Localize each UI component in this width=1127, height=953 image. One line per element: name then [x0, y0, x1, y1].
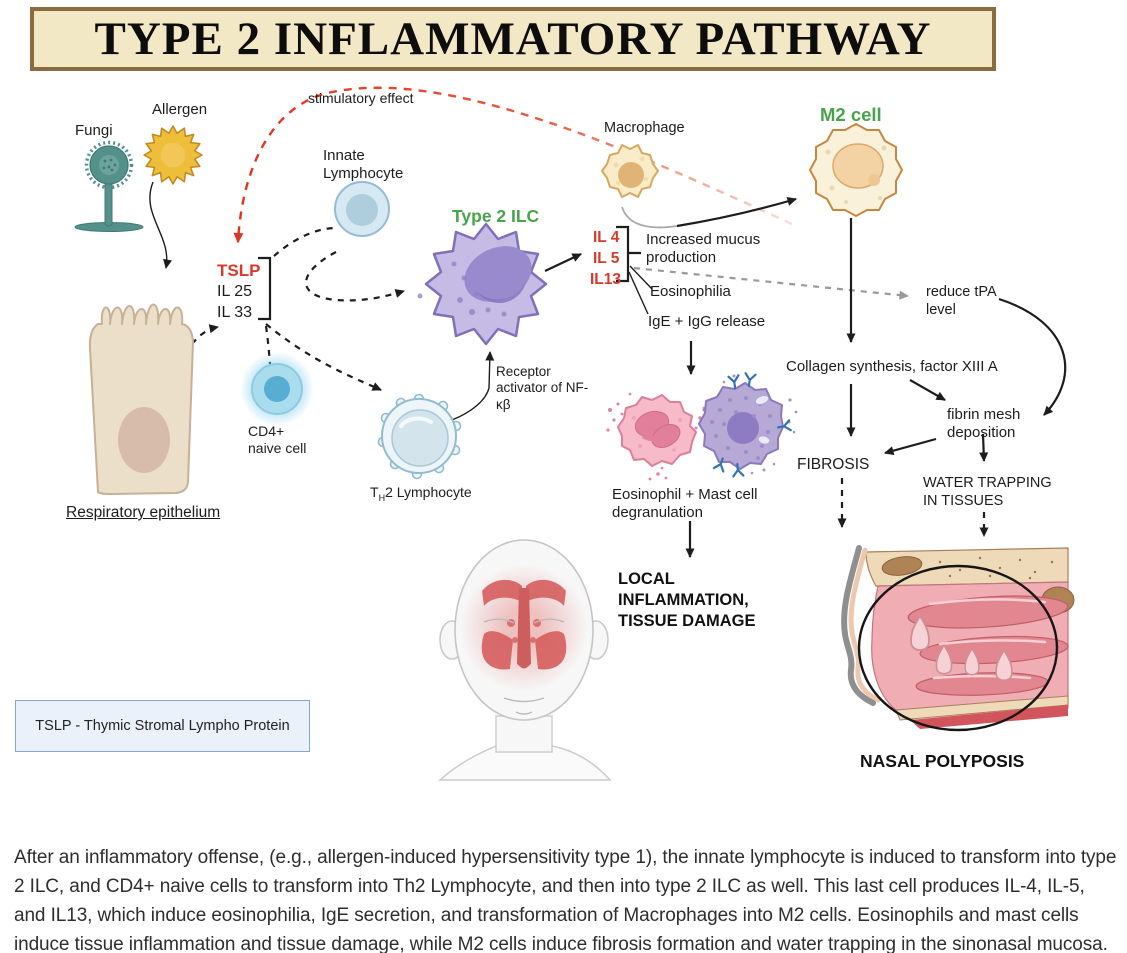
figure-caption: After an inflammatory offense, (e.g., al… — [14, 847, 1117, 953]
allergen-core — [160, 142, 186, 168]
stimulatory-effect-label: stimulatory effect — [308, 90, 414, 106]
mast-vacuoles — [754, 395, 771, 445]
respiratory-epithelium-label: Respiratory epithelium — [66, 504, 221, 521]
type2-ilc-label: Type 2 ILC — [452, 206, 540, 226]
face-features — [483, 618, 565, 715]
increased-mucus-label: Increased mucus production — [646, 231, 761, 267]
sinus-face-illustration — [438, 539, 612, 781]
tslp-label: TSLP — [217, 261, 261, 280]
receptor-activator-label: Receptor activator of NF- κβ — [496, 364, 589, 412]
nasal-polyposis-illustration — [841, 545, 1075, 732]
fungi-label: Fungi — [75, 122, 113, 139]
m2-cell-illustration — [809, 123, 903, 217]
macrophage-illustration — [601, 144, 659, 198]
macrophage-nucleus — [618, 162, 644, 188]
th2-lymphocyte-illustration — [377, 393, 462, 480]
water-trapping-label: WATER TRAPPING IN TISSUES — [923, 475, 1052, 509]
page-title: TYPE 2 INFLAMMATORY PATHWAY — [94, 13, 932, 65]
type2-ilc-illustration — [417, 222, 548, 346]
il4-label: IL 4 — [593, 229, 620, 246]
arrow-tpa-to-fibrin — [998, 297, 1067, 416]
face-neck — [495, 715, 553, 753]
nasal-bone-blob-left — [881, 556, 923, 576]
title-banner: TYPE 2 INFLAMMATORY PATHWAY — [30, 7, 996, 71]
line-il-to-eosinophilia — [629, 265, 653, 290]
th2-highlight — [399, 416, 433, 428]
cd4-naive-cell-illustration — [240, 352, 314, 426]
ilc-nucleus-shade — [475, 282, 526, 304]
ilc-granules — [417, 261, 507, 317]
cd4-nucleus — [264, 376, 290, 402]
eosinophil-illustration — [606, 392, 708, 481]
arrow-collagen-to-fibrin — [909, 379, 946, 401]
th2-lymphocyte-label: TH2 Lymphocyte — [370, 484, 472, 503]
turbinates — [907, 595, 1069, 696]
eosinophil-nucleus — [634, 410, 681, 448]
inflamed-sinuses — [481, 579, 567, 670]
mast-nucleus — [727, 412, 759, 444]
innate-cell-nucleus — [346, 194, 378, 226]
ige-antibody-icons — [712, 372, 792, 478]
th2-subscript: H — [378, 492, 386, 503]
fungi-illustration — [74, 140, 144, 232]
tslp-legend-box: TSLP - Thymic Stromal Lympho Protein — [15, 700, 310, 752]
fibrosis-label: FIBROSIS — [797, 456, 870, 473]
polyps — [910, 614, 1013, 682]
il25-label: IL 25 — [217, 283, 252, 300]
innate-lymphocyte-label: Innate Lymphocyte — [323, 147, 404, 183]
polyp-highlight-circle — [857, 564, 1059, 732]
il13-label: IL13 — [590, 271, 622, 288]
allergen-illustration — [143, 125, 203, 185]
arrow-innate-to-ilc — [305, 251, 405, 302]
tslp-definition: TSLP - Thymic Stromal Lympho Protein — [35, 718, 290, 734]
bone-speckles — [938, 556, 1054, 580]
allergen-label: Allergen — [152, 101, 208, 118]
nose-profile-skin — [848, 547, 881, 703]
collagen-synthesis-label: Collagen synthesis, factor XIII A — [786, 358, 998, 375]
eosinophil-granules — [632, 416, 682, 452]
macrophage-vacuoles — [613, 156, 648, 185]
il33-label: IL 33 — [217, 304, 252, 321]
arrow-macrophage-to-m2-start — [621, 206, 678, 229]
m2-cell-label: M2 cell — [820, 104, 882, 125]
th2-nucleus — [391, 409, 449, 467]
innate-lymphocyte-illustration — [334, 181, 390, 237]
turbinate-highlights — [928, 598, 1047, 680]
ige-igg-release-label: IgE + IgG release — [648, 313, 766, 330]
line-il-to-ige — [628, 271, 649, 315]
arrow-macrophage-to-m2 — [676, 197, 797, 228]
fungus-shape — [74, 140, 144, 232]
mast-cell-illustration — [698, 372, 798, 478]
dash-tslp-to-innate — [273, 226, 337, 257]
m2-vesicle — [868, 174, 880, 186]
respiratory-epithelium-illustration — [88, 303, 194, 495]
eosinophil-mast-degranulation-label: Eosinophil + Mast cell degranulation — [612, 486, 758, 522]
ilc-nucleus — [464, 246, 532, 302]
eosinophilia-label: Eosinophilia — [650, 283, 731, 300]
nose-profile-outline — [841, 545, 876, 706]
fungus-spore-dots — [102, 158, 117, 172]
arrow-fibrin-to-fibrosis — [884, 437, 937, 456]
arrow-allergen-to-epithelium — [149, 181, 172, 269]
il5-label: IL 5 — [593, 250, 620, 267]
epithelium-nucleus — [118, 407, 170, 473]
fibrin-mesh-label: fibrin mesh deposition — [947, 406, 1021, 442]
reduce-tpa-label: reduce tPA level — [926, 284, 997, 318]
cd4-naive-label: CD4+ naive cell — [248, 423, 307, 457]
palate-red-strip — [910, 705, 1068, 729]
local-inflammation-label: LOCAL INFLAMMATION, TISSUE DAMAGE — [618, 570, 756, 630]
mast-granules — [710, 396, 772, 460]
m2-texture — [825, 145, 887, 204]
macrophage-label: Macrophage — [604, 120, 685, 136]
nasal-polyposis-label: NASAL POLYPOSIS — [860, 751, 1025, 771]
